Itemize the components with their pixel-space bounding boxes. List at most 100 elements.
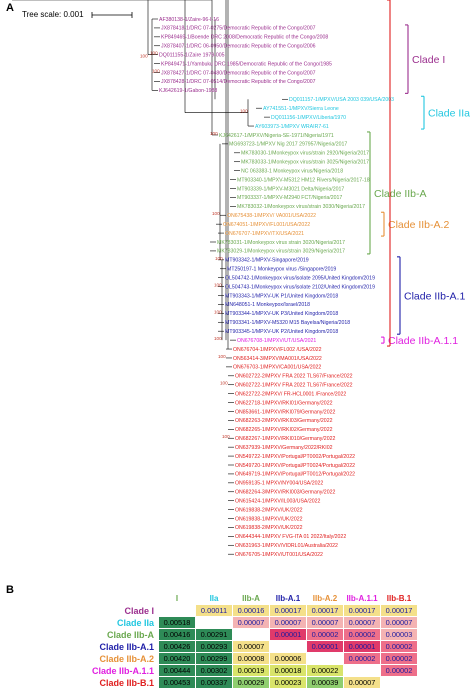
matrix-cell: 0.00007	[380, 616, 419, 629]
tip-label: KJ642617-1/MPXV/Nigeria-SE-1971/Nigeria/…	[219, 133, 334, 139]
tip-label: ON619838-2/MPXV/UK/2022	[235, 525, 303, 531]
matrix-row-header: Clade IIb-B.1	[99, 677, 155, 688]
matrix-cell	[195, 616, 234, 629]
bootstrap-label: 100	[214, 336, 222, 341]
matrix-cell: 0.00007	[232, 640, 271, 653]
tree-branches	[12, 0, 288, 555]
matrix-cell: 0.00302	[195, 664, 234, 677]
matrix-cell: 0.00017	[269, 604, 308, 617]
tip-label: ON549722-1/MPXV/Portugal/PT0002/Portugal…	[235, 454, 355, 460]
tip-label: AY741551-1/MPXV/Sierra Leone	[263, 106, 339, 112]
matrix-cell: 0.00019	[232, 664, 271, 677]
tip-label: MK783030-1/Monkeypox virus/strain 2920/N…	[241, 151, 369, 157]
matrix-cell: 0.00017	[306, 604, 345, 617]
tip-label: ON602722-2/MPXV FRA 2022 TLS67/France/20…	[235, 374, 353, 380]
matrix-cell: 0.00426	[158, 640, 197, 653]
bootstrap-label: 100	[218, 354, 226, 359]
clade-label: Clade IIb-A.1.1	[388, 335, 458, 347]
matrix-cell: 0.00029	[232, 676, 271, 689]
matrix-cell: 0.00017	[343, 604, 382, 617]
matrix-cell	[158, 604, 197, 617]
tip-label: ON619838-1/MPXV/UK/2022	[235, 516, 303, 522]
bootstrap-label: 100	[152, 69, 160, 74]
tip-label: MK783032-1/Monkeypox virus/strain 3030/N…	[237, 204, 365, 210]
matrix-cell: 0.00022	[306, 664, 345, 677]
tip-label: ON622722-2/MPXV/ FR-HCL0001 /France/2022	[235, 391, 346, 397]
tip-label: MT903337-1/MPXV-M2940 FCT/Nigeria/2017	[237, 195, 342, 201]
matrix-cell	[380, 676, 419, 689]
tip-label: DQ011157-1/MPXV/USA 2003 039/USA/2003	[289, 97, 394, 103]
tip-label: ON563414-3/MPXV/MA001/USA/2022	[233, 356, 322, 362]
bootstrap-label: 100	[150, 51, 158, 56]
matrix-cell: 0.00001	[343, 640, 382, 653]
tip-label: ON622718-1/MPXV/RKI01/Germany/2022	[235, 400, 333, 406]
tip-label: ON676703-1/MPXV/CA001/USA/2022	[233, 365, 321, 371]
tip-label: ON676707-1/MPXV/TX/USA/2021	[225, 231, 304, 237]
matrix-cell: 0.00337	[195, 676, 234, 689]
tip-label: MT250197-1 Monkeypox virus /Singapore/20…	[227, 267, 336, 273]
tip-label: ON602722-1/MPXV FRA 2022 TLS67/France/20…	[235, 383, 353, 389]
tip-label: ON676704-1/MPXV/FL002 /USA/2022	[233, 347, 322, 353]
tip-label: MT903341-1/MPXV-M5320 M15 Bayelsa/Nigeri…	[225, 320, 350, 326]
bootstrap-label: 100	[240, 109, 248, 114]
matrix-cell: 0.00007	[269, 616, 308, 629]
matrix-cell: 0.00001	[269, 628, 308, 641]
matrix-cell: 0.00002	[343, 628, 382, 641]
matrix-row-header: Clade IIb-A	[107, 629, 155, 640]
bootstrap-label: 100	[214, 283, 222, 288]
panel-a-label: A	[6, 2, 14, 14]
matrix-cell: 0.00416	[158, 628, 197, 641]
tip-label: ON644344-1/MPXV FVG-ITA 01 2022/Italy/20…	[235, 534, 346, 540]
phylogenetic-tree: A Tree scale: 0.001 AF380138-1/Zaire-96-…	[6, 0, 470, 558]
tip-label: DQ011155-1/Zaire 1979-005	[159, 52, 225, 58]
tip-label: MT903343-1/MPXV-UK P1/United Kingdom/201…	[225, 293, 338, 299]
tip-label: JX878407-1/DRC 06-0950/Democratic Republ…	[161, 44, 316, 50]
clade-label: Clade IIb-A.1	[404, 291, 465, 303]
matrix-cell: 0.00291	[195, 628, 234, 641]
matrix-col-header: IIb-B.1	[386, 594, 412, 603]
bootstrap-label: 100	[220, 381, 228, 386]
matrix-cell: 0.00008	[232, 652, 271, 665]
matrix-cell	[306, 652, 345, 665]
tip-label: ON631963-1/MPXV/VIDRL01/Australia/2022	[235, 543, 338, 549]
matrix-row-header: Clade IIb-A.1.1	[92, 665, 155, 676]
tip-label: MK783031-1/Monkeypox virus strain 3020/N…	[217, 240, 345, 246]
matrix-cell: 0.00007	[343, 616, 382, 629]
tip-label: DQ011156-1/MPXV/Liberia/1970	[271, 115, 346, 121]
matrix-row-header: Clade I	[124, 605, 155, 616]
tip-label: ON682267-1/MPXV/RKI010/Germany/2022	[235, 436, 335, 442]
panel-b-label: B	[6, 584, 14, 596]
clade-label: Clade IIb-A	[374, 188, 427, 200]
matrix-cell: 0.00293	[195, 640, 234, 653]
bootstrap-label: 100	[214, 309, 222, 314]
tip-label: AF380138-1/Zaire-96-I-16	[159, 17, 219, 23]
tip-label: ON676708-1/MPXV/UT/USA/2021	[237, 338, 316, 344]
matrix-col-header: IIa	[209, 594, 219, 603]
tip-label: ON637939-1/MPXV/Germany/2022/RKI02	[235, 445, 333, 451]
clade-label: Clade IIa	[428, 108, 470, 120]
tip-label: JX878427-1/DRC 07-0480/Democratic Republ…	[161, 70, 316, 76]
matrix-cell: 0.00001	[306, 640, 345, 653]
tip-label: ON615424-1/MPXV/IL003/USA/2022	[235, 498, 320, 504]
bootstrap-values: 1001001001001001001001001001001001001001…	[140, 0, 248, 439]
matrix-cell: 0.00002	[380, 640, 419, 653]
matrix-col-header: I	[175, 594, 179, 603]
matrix-cell: 0.00007	[232, 616, 271, 629]
tip-label: MT903342-1/MPXV-Singapore/2019	[225, 258, 309, 264]
matrix-cell: 0.00003	[380, 628, 419, 641]
tip-label: MT903339-1/MPXV-M3021 Delta/Nigeria/2017	[237, 186, 344, 192]
tip-label: ON549720-1/MPXV/Portugal/PT0024/Portugal…	[235, 463, 355, 469]
matrix-col-header: IIb-A.2	[312, 594, 338, 603]
tip-label: MT903345-1/MPXV-UK P2/United Kingdom/201…	[225, 329, 338, 335]
tip-label: MK783033-1/Monkeypox virus/strain 3025/N…	[241, 160, 369, 166]
matrix-cell: 0.00039	[306, 676, 345, 689]
matrix-cell: 0.00017	[380, 604, 419, 617]
tip-label: AY603973-1/MPXV WRAIR7-61	[255, 124, 329, 130]
tip-label: MG693723-1/MPXV Nig 2017 297957/Nigeria/…	[229, 142, 347, 148]
